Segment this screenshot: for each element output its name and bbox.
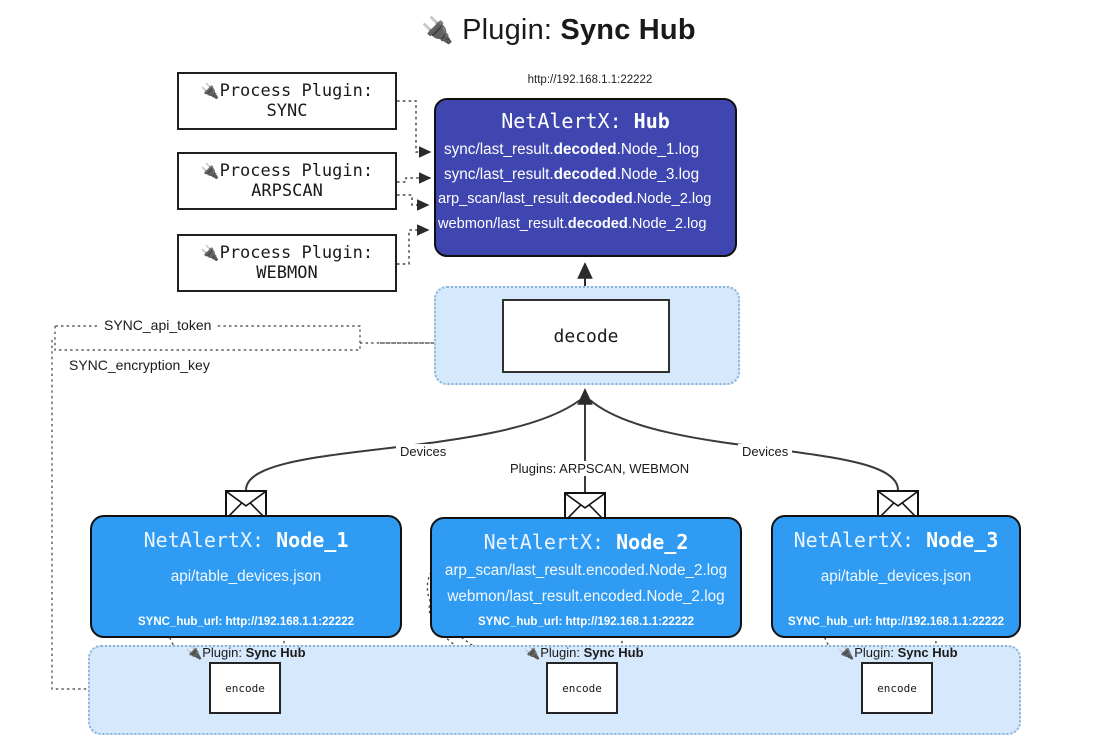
setting-encryption-key: SYNC_encryption_key — [65, 357, 214, 373]
encode-box-node-1[interactable]: encode — [209, 662, 281, 714]
process-plugin-line2: SYNC — [266, 101, 308, 121]
plug-icon: 🔌 — [200, 81, 220, 100]
process-plugin-sync[interactable]: 🔌Process Plugin: SYNC — [177, 72, 397, 130]
page-title-label: Plugin: — [462, 14, 553, 46]
process-plugin-line1: 🔌Process Plugin: — [200, 242, 374, 263]
encode-box-node-2[interactable]: encode — [546, 662, 618, 714]
plug-icon: 🔌 — [524, 646, 541, 661]
hub-log-list: sync/last_result.decoded.Node_1.log sync… — [436, 137, 735, 237]
band-plugin-label-3: 🔌Plugin: Sync Hub — [838, 645, 958, 661]
process-plugin-arpscan[interactable]: 🔌Process Plugin: ARPSCAN — [177, 152, 397, 210]
plug-icon: 🔌 — [838, 646, 855, 661]
node-line: api/table_devices.json — [820, 568, 972, 585]
process-plugin-line1: 🔌Process Plugin: — [200, 80, 374, 101]
hub-log-line: arp_scan/last_result.decoded.Node_2.log — [438, 191, 712, 207]
edge-label-devices-left: Devices — [396, 444, 451, 459]
node-title: NetAlertX: Node_3 — [793, 528, 999, 552]
decode-box[interactable]: decode — [502, 299, 670, 373]
process-plugin-webmon[interactable]: 🔌Process Plugin: WEBMON — [177, 234, 397, 292]
node-title: NetAlertX: Node_1 — [143, 528, 349, 552]
page-title: 🔌 Plugin: Sync Hub — [0, 14, 1117, 47]
node-footer: SYNC_hub_url: http://192.168.1.1:22222 — [787, 616, 1005, 628]
band-plugin-label-1: 🔌Plugin: Sync Hub — [186, 645, 306, 661]
setting-api-token: SYNC_api_token — [100, 317, 216, 333]
hub-log-line: sync/last_result.decoded.Node_1.log — [444, 141, 700, 158]
process-plugin-line1: 🔌Process Plugin: — [200, 160, 374, 181]
hub-log-line: webmon/last_result.decoded.Node_2.log — [438, 216, 707, 232]
page-title-value: Sync Hub — [560, 14, 696, 46]
hub-url: http://192.168.1.1:22222 — [527, 74, 653, 86]
hub-title: NetAlertX: Hub — [501, 109, 670, 133]
hub-log-line: sync/last_result.decoded.Node_3.log — [444, 166, 700, 183]
plug-icon: 🔌 — [200, 243, 220, 262]
node-line: arp_scan/last_result.encoded.Node_2.log — [444, 562, 728, 579]
node-1[interactable]: NetAlertX: Node_1 api/table_devices.json… — [90, 515, 402, 638]
plug-icon: 🔌 — [186, 646, 203, 661]
node-footer: SYNC_hub_url: http://192.168.1.1:22222 — [477, 616, 695, 628]
node-3[interactable]: NetAlertX: Node_3 api/table_devices.json… — [771, 515, 1021, 638]
node-title: NetAlertX: Node_2 — [483, 530, 689, 554]
edge-label-plugins: Plugins: ARPSCAN, WEBMON — [506, 461, 694, 476]
node-line: api/table_devices.json — [170, 568, 322, 585]
process-plugin-line2: ARPSCAN — [251, 181, 323, 201]
node-line: webmon/last_result.encoded.Node_2.log — [447, 588, 725, 605]
node-footer: SYNC_hub_url: http://192.168.1.1:22222 — [137, 616, 355, 628]
node-2[interactable]: NetAlertX: Node_2 arp_scan/last_result.e… — [430, 517, 742, 638]
plug-icon: 🔌 — [421, 15, 454, 45]
edge-label-devices-right: Devices — [738, 444, 793, 459]
process-plugin-line2: WEBMON — [256, 263, 318, 283]
plug-icon: 🔌 — [200, 161, 220, 180]
hub-node[interactable]: NetAlertX: Hub sync/last_result.decoded.… — [434, 98, 737, 257]
encode-box-node-3[interactable]: encode — [861, 662, 933, 714]
band-plugin-label-2: 🔌Plugin: Sync Hub — [524, 645, 644, 661]
